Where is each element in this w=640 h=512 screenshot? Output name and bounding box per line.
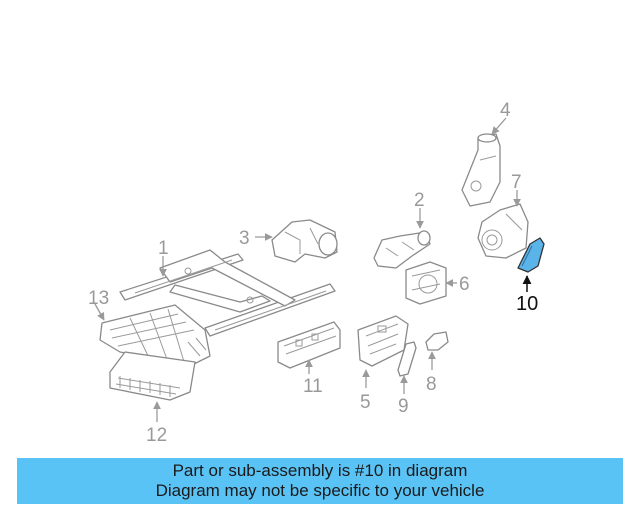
part-2-seat-motor: [373, 230, 431, 269]
callout-13: 13: [88, 288, 109, 309]
leader-lines: [94, 117, 532, 422]
callout-3: 3: [239, 228, 250, 249]
part-12-control-module: [109, 351, 196, 401]
part-3-motor-bracket: [271, 219, 338, 263]
banner-line-1: Part or sub-assembly is #10 in diagram: [172, 461, 468, 480]
callout-9: 9: [398, 396, 409, 417]
part-11-seat-switch: [277, 321, 341, 369]
part-4-actuator: [461, 133, 501, 207]
part-6-switch-housing: [405, 261, 447, 305]
callout-5: 5: [360, 392, 371, 413]
callout-10: 10: [516, 293, 538, 315]
callout-12: 12: [146, 425, 167, 446]
part-10-switch-cover: [517, 237, 545, 273]
callout-2: 2: [414, 190, 425, 211]
info-banner: Part or sub-assembly is #10 in diagram D…: [17, 458, 623, 504]
callout-1: 1: [158, 238, 169, 259]
callout-11: 11: [303, 376, 323, 397]
part-1-seat-track: [119, 249, 336, 337]
banner-line-2: Diagram may not be specific to your vehi…: [155, 481, 485, 500]
parts-diagram: 1 2 3 4 5 6 7 8 9 10 11 12 13: [88, 100, 545, 446]
part-7-lumbar-motor: [477, 203, 529, 259]
part-8-knob: [425, 331, 449, 351]
callout-4: 4: [500, 100, 511, 121]
part-9-trim-piece: [397, 341, 417, 377]
callout-6: 6: [459, 274, 470, 295]
part-13-seat-frame: [99, 304, 211, 367]
callout-7: 7: [511, 172, 522, 193]
callout-8: 8: [426, 374, 437, 395]
part-5-switch-module: [357, 315, 409, 367]
